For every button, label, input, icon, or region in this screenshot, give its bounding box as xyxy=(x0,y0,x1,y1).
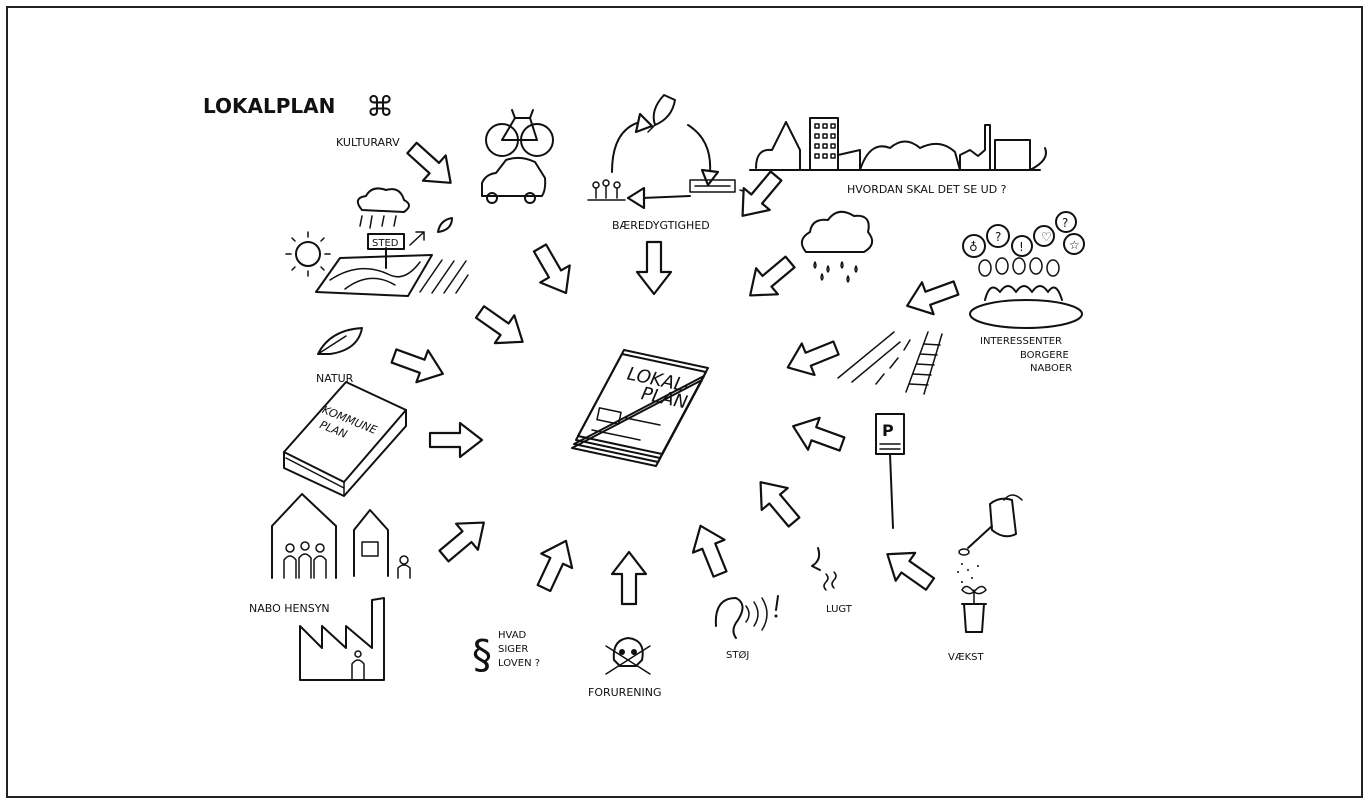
arrow-nature xyxy=(388,340,448,390)
neighbour-houses-icon xyxy=(272,494,410,578)
arrow-pollution xyxy=(612,552,646,604)
svg-text:⌘: ⌘ xyxy=(366,90,394,123)
svg-text:☆: ☆ xyxy=(1069,238,1080,252)
label-siger: SIGER xyxy=(498,644,528,655)
svg-text:♁: ♁ xyxy=(969,240,978,254)
label-hvordan: HVORDAN SKAL DET SE UD ? xyxy=(847,183,1007,196)
cultural-heritage-icon: ⌘ xyxy=(366,90,394,123)
arrow-transport xyxy=(525,240,580,302)
svg-text:?: ? xyxy=(995,230,1001,244)
car-icon xyxy=(482,158,545,203)
nose-smell-icon xyxy=(812,548,836,590)
place-map-icon: STED xyxy=(316,188,452,296)
parking-sign-icon: P xyxy=(876,414,904,528)
arrow-group xyxy=(388,135,962,604)
arrow-stakeholders xyxy=(901,272,961,322)
arrow-infrastructure xyxy=(781,332,842,383)
arrow-noise xyxy=(685,519,736,580)
label-borgere: BORGERE xyxy=(1020,350,1069,361)
city-skyline-icon xyxy=(750,118,1046,170)
label-kulturarv: KULTURARV xyxy=(336,136,400,149)
skull-icon xyxy=(606,638,650,674)
arrow-kommuneplan xyxy=(430,423,482,457)
arrow-place xyxy=(470,298,532,356)
label-loven: LOVEN ? xyxy=(498,658,540,669)
rain-cloud-icon xyxy=(802,212,872,282)
label-lugt: LUGT xyxy=(826,604,853,615)
arrow-growth xyxy=(878,540,940,598)
plant-pot-icon xyxy=(962,586,986,632)
arrow-smell xyxy=(748,471,807,533)
arrow-skyline xyxy=(730,165,789,227)
arrow-law xyxy=(529,534,582,595)
sustainability-cycle-icon xyxy=(588,95,752,208)
bicycle-icon xyxy=(486,110,553,156)
lokalplan-document-icon: LOKAL- PLAN xyxy=(572,350,708,466)
sun-icon xyxy=(286,232,330,276)
arrow-neighbours xyxy=(433,510,495,569)
arrow-kulturarv xyxy=(401,135,462,195)
sign-sted: STED xyxy=(372,238,399,249)
kommuneplan-book-icon: KOMMUNE PLAN xyxy=(284,382,406,496)
arrow-sustainability xyxy=(637,242,671,294)
watering-can-icon xyxy=(957,495,1022,583)
leaf-icon xyxy=(318,328,362,354)
label-interessenter: INTERESSENTER xyxy=(980,336,1062,347)
arrow-parking xyxy=(787,410,847,460)
label-nabo-hensyn: NABO HENSYN xyxy=(249,602,330,615)
parking-letter: P xyxy=(882,421,894,440)
ear-noise-icon xyxy=(716,596,778,638)
svg-text:!: ! xyxy=(1019,240,1024,254)
label-vaekst: VÆKST xyxy=(948,652,984,663)
svg-text:♡: ♡ xyxy=(1041,230,1052,244)
road-rail-icon xyxy=(838,332,942,394)
stakeholders-icon: ? ! ? ♡ ☆ ♁ xyxy=(963,212,1084,328)
arrow-weather xyxy=(739,249,801,308)
label-forurening: FORURENING xyxy=(588,686,662,699)
label-naboer: NABOER xyxy=(1030,363,1072,374)
label-baeredygtighed: BÆREDYGTIGHED xyxy=(612,219,710,232)
label-hvad: HVAD xyxy=(498,630,527,641)
paragraph-icon: § xyxy=(472,632,492,678)
svg-text:?: ? xyxy=(1062,216,1068,230)
diagram-title: LOKALPLAN xyxy=(203,94,335,118)
label-stoj: STØJ xyxy=(726,649,749,661)
